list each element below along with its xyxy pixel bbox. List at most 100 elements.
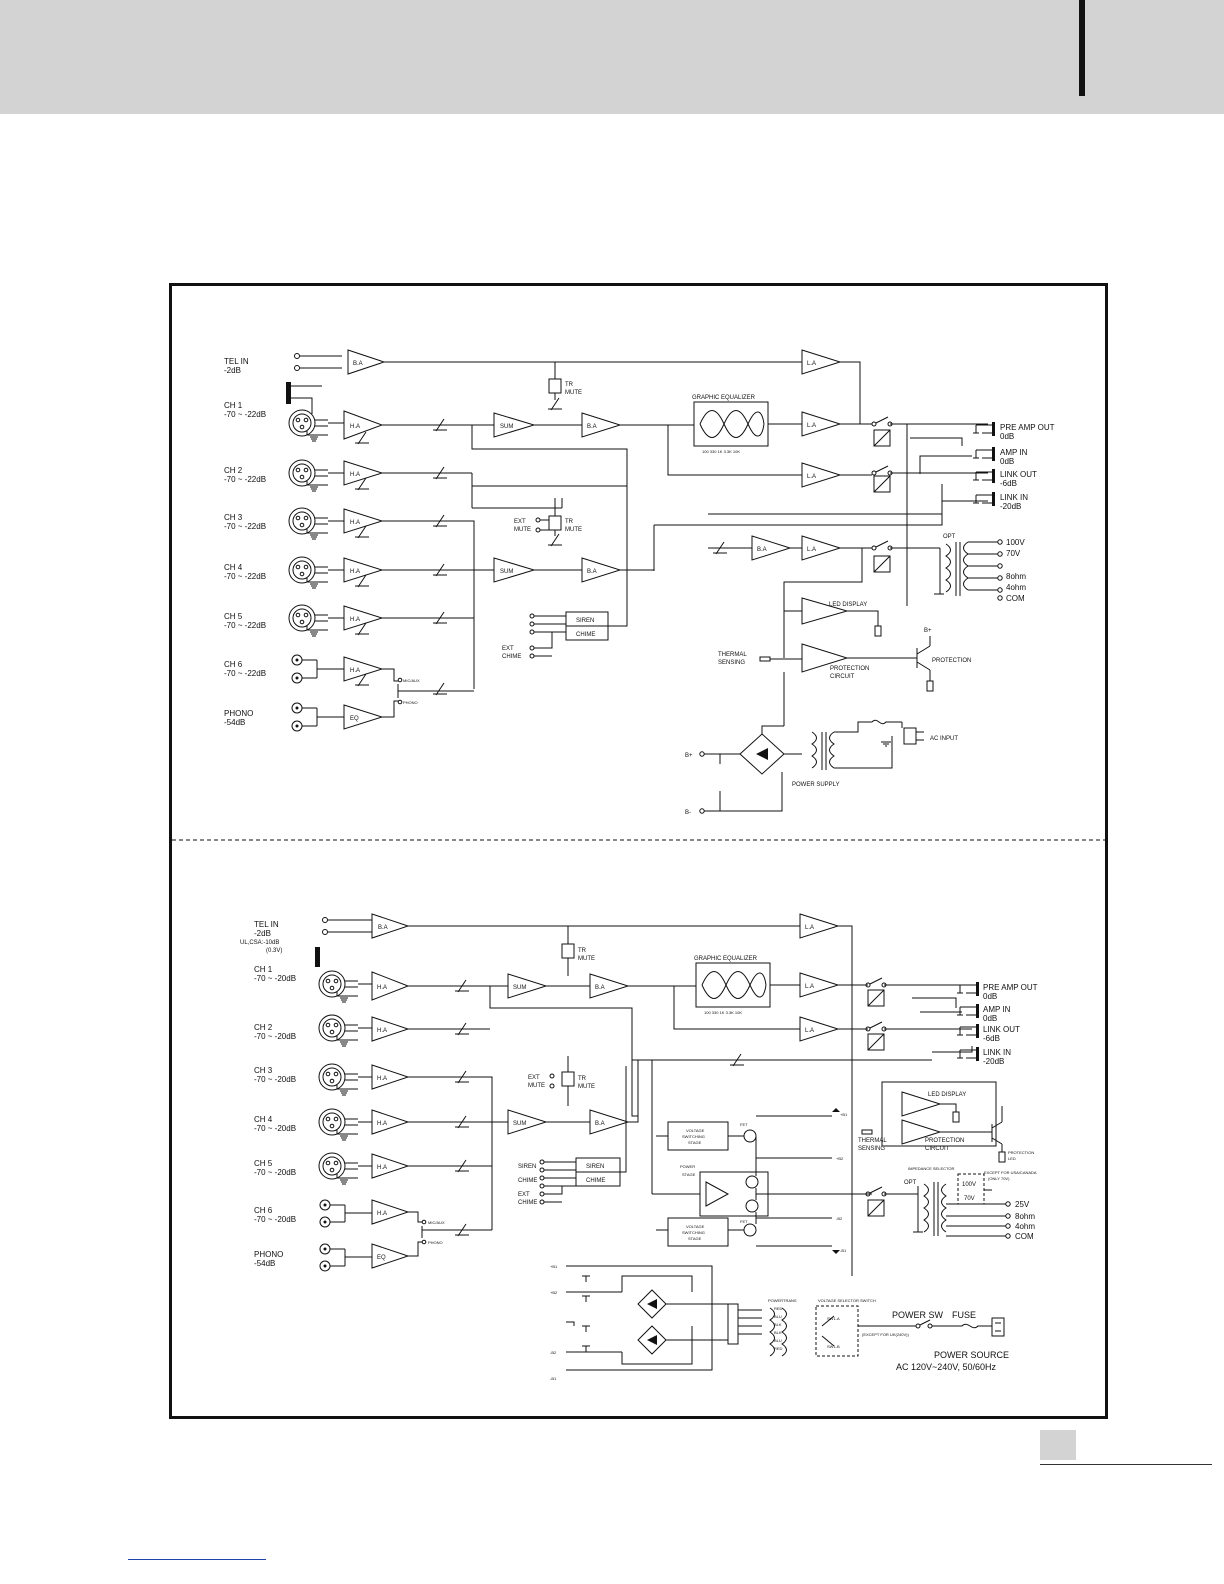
ext-chime-label-2-2: CHIME [518, 1200, 537, 1206]
tap-70v: 70V [1006, 549, 1021, 558]
label-ch5-2: CH 5 [254, 1159, 273, 1168]
led-display-amplifier-2 [901, 1091, 942, 1117]
sw1a-label: SW1-A [827, 1316, 840, 1321]
voltage-selector-label: VOLTAGE SELECTOR SWITCH [818, 1298, 876, 1303]
ext-chime-label-2-1: EXT [518, 1192, 530, 1198]
ch4-xlr-connector [288, 556, 329, 589]
tap-4ohm: 4ohm [1006, 583, 1026, 592]
link-out-jack-2 [956, 1023, 980, 1039]
label-ch5-level: -70 ~ -22dB [224, 621, 266, 630]
la-amplifier-2-3 [799, 1016, 840, 1042]
tel-in-terminal [294, 353, 300, 359]
tr-mute-relay-2-2 [561, 1071, 575, 1087]
link-out-jack [972, 468, 996, 484]
label-ch4: CH 4 [224, 563, 243, 572]
pre-amp-out-label-2: PRE AMP OUT [983, 983, 1038, 992]
amp-in-level-2: 0dB [983, 1014, 997, 1023]
rail-minus-b1: -B1 [840, 1248, 847, 1253]
ac-inlet [991, 1317, 1005, 1337]
header-band [0, 0, 1224, 114]
tap-8ohm: 8ohm [1006, 572, 1026, 581]
chime-label-2: CHIME [586, 1178, 605, 1184]
tap-8ohm-2: 8ohm [1015, 1212, 1035, 1221]
phono-switch-label: PHONO [403, 700, 418, 705]
tap-com-2: COM [1015, 1232, 1034, 1241]
pre-amp-out-label: PRE AMP OUT [1000, 423, 1055, 432]
ha-label: H.A [350, 424, 360, 430]
eq-label: EQ [350, 716, 359, 722]
la-label-2-1: L.A [805, 925, 814, 931]
ba-amplifier-2-1 [589, 973, 630, 999]
graphic-eq-title-2: GRAPHIC EQUALIZER [694, 956, 758, 962]
thermal-sensor [759, 656, 771, 662]
ba-label-2-1: B.A [595, 985, 605, 991]
ha-label-2: H.A [377, 985, 387, 991]
led-protection-block [881, 1081, 997, 1147]
ba-label-2-2: B.A [595, 1121, 605, 1127]
ch2-xlr-connector-2 [318, 1014, 359, 1047]
ba-label-1: B.A [587, 424, 597, 430]
voltage-sw-label-3: STAGE [688, 1140, 702, 1145]
tap-25v-2: 25V [1015, 1200, 1030, 1209]
tap-100v: 100V [1006, 538, 1025, 547]
la-amplifier-2-2 [799, 972, 840, 998]
label-ch6-level: -70 ~ -22dB [224, 669, 266, 678]
rail-plus-b1: +B1 [840, 1112, 848, 1117]
ba-label-2: B.A [587, 569, 597, 575]
tap-70v-2: 70V [964, 1196, 975, 1202]
label-ch2: CH 2 [224, 466, 243, 475]
tr-mute-relay-1 [548, 378, 562, 394]
mute-label-2-1: MUTE [578, 956, 595, 962]
ha-amplifiers: H.A H.A H.A H.A H.A H.A EQ [343, 410, 384, 730]
fet-bottom [743, 1223, 757, 1237]
input-connectors [286, 353, 344, 732]
la-label-4: L.A [807, 547, 816, 553]
pre-amp-out-jack-2 [956, 981, 980, 997]
mute-label-1: MUTE [565, 390, 582, 396]
sum-label-1: SUM [500, 424, 513, 430]
ha-amplifier-2-ch6 [371, 1199, 410, 1225]
protection-led-2 [998, 1151, 1006, 1163]
ha-label: H.A [350, 472, 360, 478]
led-indicator [874, 625, 882, 637]
voltage-sw-label-b3: STAGE [688, 1236, 702, 1241]
sum-label-2: SUM [500, 569, 513, 575]
protection-label: PROTECTION [932, 658, 971, 664]
wire-blk: BLK [774, 1322, 782, 1327]
ch6-rca-connector-2 [319, 1216, 346, 1228]
ha-amplifier-ch5 [343, 605, 384, 631]
opt-label-2: OPT [904, 1180, 917, 1186]
footer-link-underline[interactable] [128, 1559, 266, 1560]
label-phono: PHONO [224, 709, 253, 718]
ba-amplifier-3 [751, 535, 792, 561]
ha-label-2: H.A [377, 1076, 387, 1082]
output-transistor-bottom [745, 1199, 759, 1213]
link-out-label: LINK OUT [1000, 470, 1037, 479]
wire-red-2: RED [774, 1346, 783, 1351]
ps-rail-mb2: -B2 [550, 1350, 557, 1355]
block-diagram: TEL IN -2dB CH 1 -70 ~ -22dB CH 2 -70 ~ … [172, 349, 1105, 1381]
opt-label: OPT [943, 534, 956, 540]
input-connectors-2 [315, 917, 372, 1272]
ha-label: H.A [350, 520, 360, 526]
except-uk-label: (EXCEPT FOR UK(240V)) [862, 1332, 909, 1337]
graphic-eq-title: GRAPHIC EQUALIZER [692, 395, 756, 401]
ha-label: H.A [350, 617, 360, 623]
link-out-level-2: -6dB [983, 1034, 1000, 1043]
la-amplifier-1 [801, 349, 842, 375]
label-phono-level: -54dB [224, 718, 245, 727]
ch3-xlr-connector [288, 507, 329, 540]
tel-ba-label: B.A [353, 361, 363, 367]
ext-chime-label-2: CHIME [502, 654, 521, 660]
eq-frequencies: 100 330 1K 3.3K 10K [702, 449, 740, 454]
label-tel-in-level: -2dB [224, 366, 241, 375]
link-out-level: -6dB [1000, 479, 1017, 488]
label-ch1-level: -70 ~ -22dB [224, 410, 266, 419]
label-ch1: CH 1 [224, 401, 243, 410]
fet-label-bottom: FET [740, 1219, 748, 1224]
voltage-sw-label: VOLTAGE [686, 1128, 705, 1133]
led-display-label: LED DISPLAY [829, 602, 867, 608]
sw1b-label: SW1-B [827, 1344, 840, 1349]
siren-label: SIREN [576, 618, 594, 624]
phono-rca-connector-2 [319, 1243, 346, 1255]
